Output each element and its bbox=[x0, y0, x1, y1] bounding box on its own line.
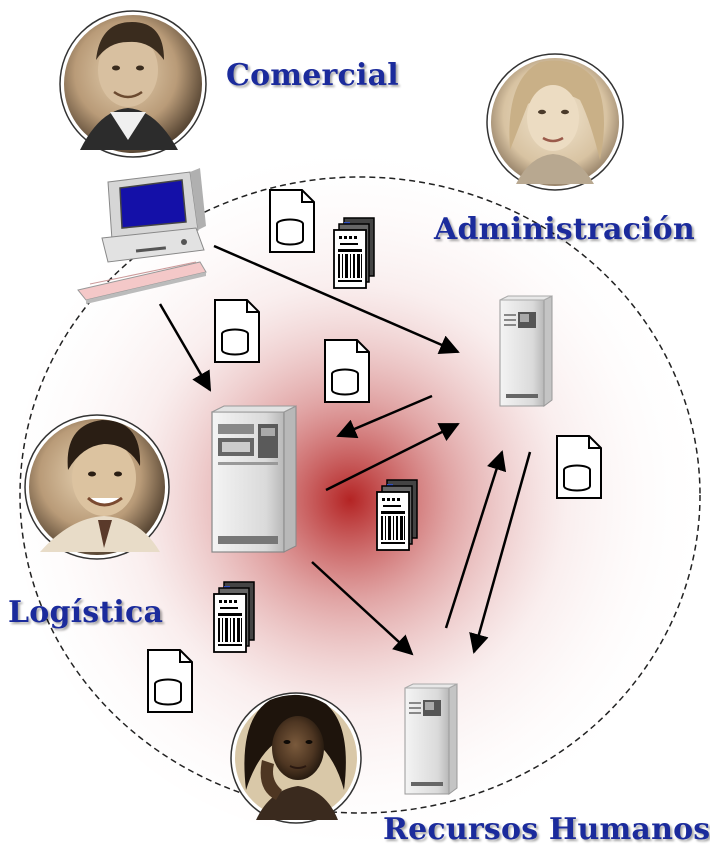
database-document-icon bbox=[214, 299, 260, 363]
database-document-icon bbox=[556, 435, 602, 499]
person-photo-administracion bbox=[486, 53, 624, 191]
barcode-document-icon bbox=[333, 217, 375, 289]
person-photo-recursos-humanos bbox=[230, 692, 362, 824]
arrow bbox=[336, 394, 433, 439]
label-recursos-humanos: Recursos Humanos bbox=[383, 812, 710, 847]
person-photo-comercial bbox=[59, 10, 207, 158]
server-administracion-icon bbox=[499, 295, 553, 407]
monitor-screen-icon bbox=[119, 179, 187, 229]
barcode-document-icon bbox=[213, 581, 255, 653]
barcode-document-icon bbox=[376, 479, 418, 551]
database-document-icon bbox=[269, 189, 315, 253]
arrow bbox=[311, 561, 414, 656]
arrow bbox=[444, 450, 507, 629]
person-photo-logistica bbox=[24, 414, 170, 560]
main-server-icon bbox=[211, 405, 297, 553]
arrow bbox=[213, 244, 460, 354]
database-document-icon bbox=[147, 649, 193, 713]
network-boundary bbox=[19, 176, 701, 814]
label-logistica: Logística bbox=[8, 595, 164, 630]
label-comercial: Comercial bbox=[226, 58, 399, 93]
database-document-icon bbox=[324, 339, 370, 403]
server-recursos-humanos-icon bbox=[404, 683, 458, 795]
desktop-computer bbox=[77, 168, 207, 304]
arrows bbox=[158, 244, 532, 656]
arrow bbox=[158, 303, 212, 392]
arrow bbox=[325, 422, 460, 492]
label-administracion: Administración bbox=[434, 212, 695, 247]
arrow bbox=[469, 451, 532, 654]
